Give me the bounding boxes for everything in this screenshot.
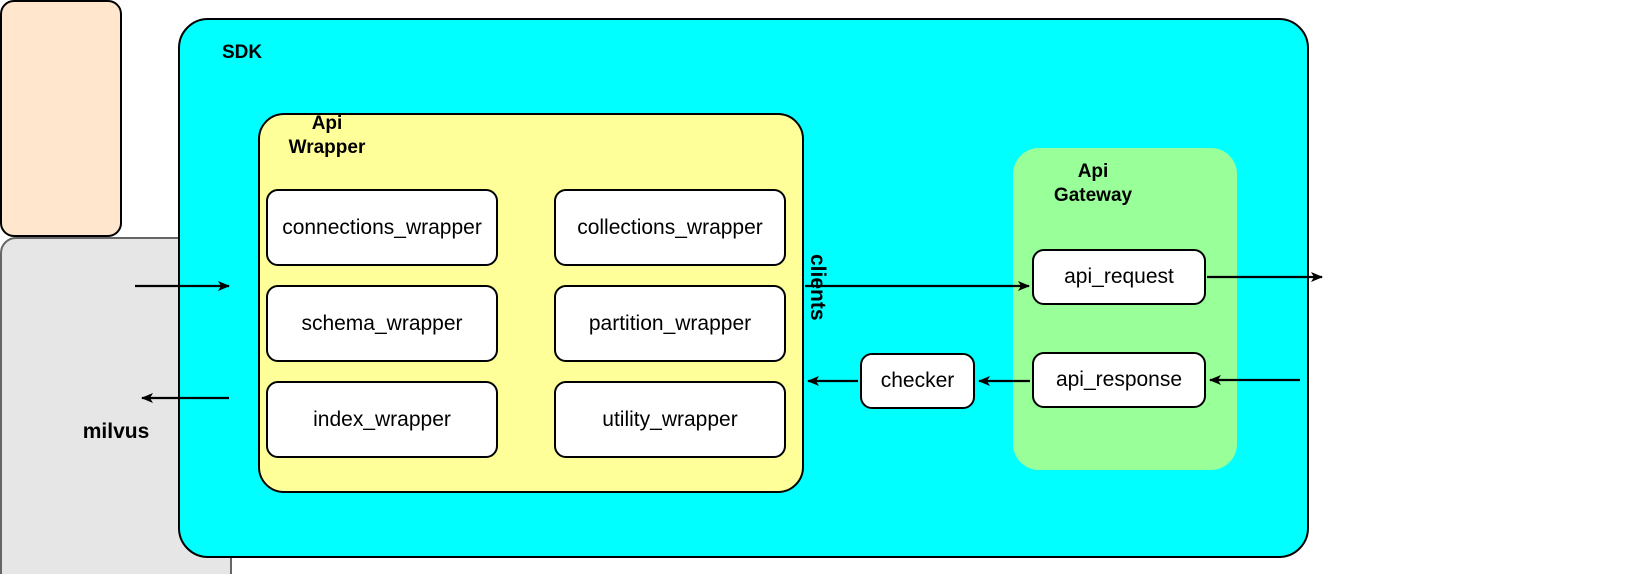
api-response-box[interactable]: api_response bbox=[1032, 352, 1206, 408]
api-request-box[interactable]: api_request bbox=[1032, 249, 1206, 305]
module-connections-wrapper[interactable]: connections_wrapper bbox=[266, 189, 498, 266]
module-schema-wrapper[interactable]: schema_wrapper bbox=[266, 285, 498, 362]
module-index-wrapper[interactable]: index_wrapper bbox=[266, 381, 498, 458]
module-utility-wrapper[interactable]: utility_wrapper bbox=[554, 381, 786, 458]
checker-box[interactable]: checker bbox=[860, 353, 975, 409]
clients-box[interactable]: clients bbox=[0, 0, 829, 320]
api-wrapper-title: Api Wrapper bbox=[288, 113, 366, 159]
module-collections-wrapper[interactable]: collections_wrapper bbox=[554, 189, 786, 266]
module-partition-wrapper[interactable]: partition_wrapper bbox=[554, 285, 786, 362]
api-gateway-title: Api Gateway bbox=[1053, 161, 1133, 207]
sdk-title: SDK bbox=[222, 42, 263, 63]
api-gateway-container bbox=[1013, 148, 1237, 470]
